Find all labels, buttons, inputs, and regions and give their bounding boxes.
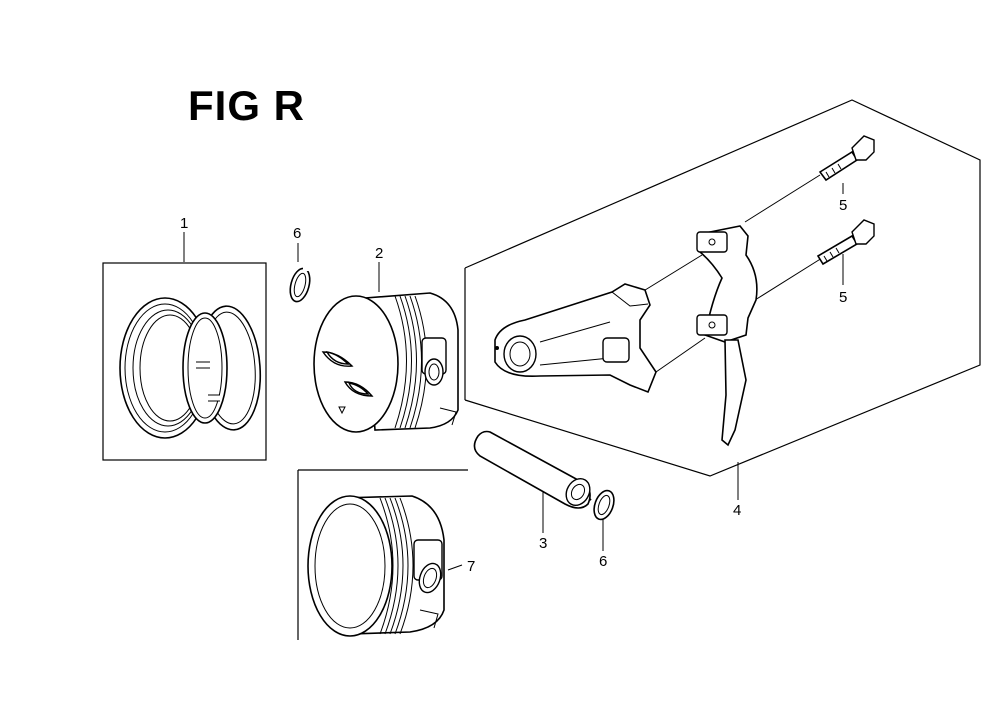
leader-lines (183, 183, 844, 571)
figure-title: FIG R (188, 82, 305, 129)
callout-6-upper: 6 (293, 225, 301, 242)
callout-5-lower: 5 (839, 289, 847, 306)
callout-3: 3 (539, 535, 547, 552)
piston (313, 292, 459, 433)
piston-pin-clip-lower (593, 489, 615, 521)
piston-ring-set (102, 262, 267, 461)
callout-5-upper: 5 (839, 197, 847, 214)
callout-1: 1 (180, 215, 188, 232)
connecting-rod-cap (696, 225, 758, 447)
connecting-rod-bolt-lower (816, 219, 875, 266)
callout-7: 7 (467, 558, 475, 575)
connecting-rod-bolt-upper (818, 135, 875, 182)
callout-2: 2 (375, 245, 383, 262)
piston-detail-inset (297, 469, 468, 640)
connecting-rod (494, 283, 657, 394)
ring-set-frame (102, 262, 267, 461)
piston-pin-clip-upper (289, 265, 311, 303)
piston-pin (473, 430, 592, 509)
callout-6-lower: 6 (599, 553, 607, 570)
callout-4: 4 (733, 502, 741, 519)
connecting-rod-assembly (464, 99, 981, 477)
